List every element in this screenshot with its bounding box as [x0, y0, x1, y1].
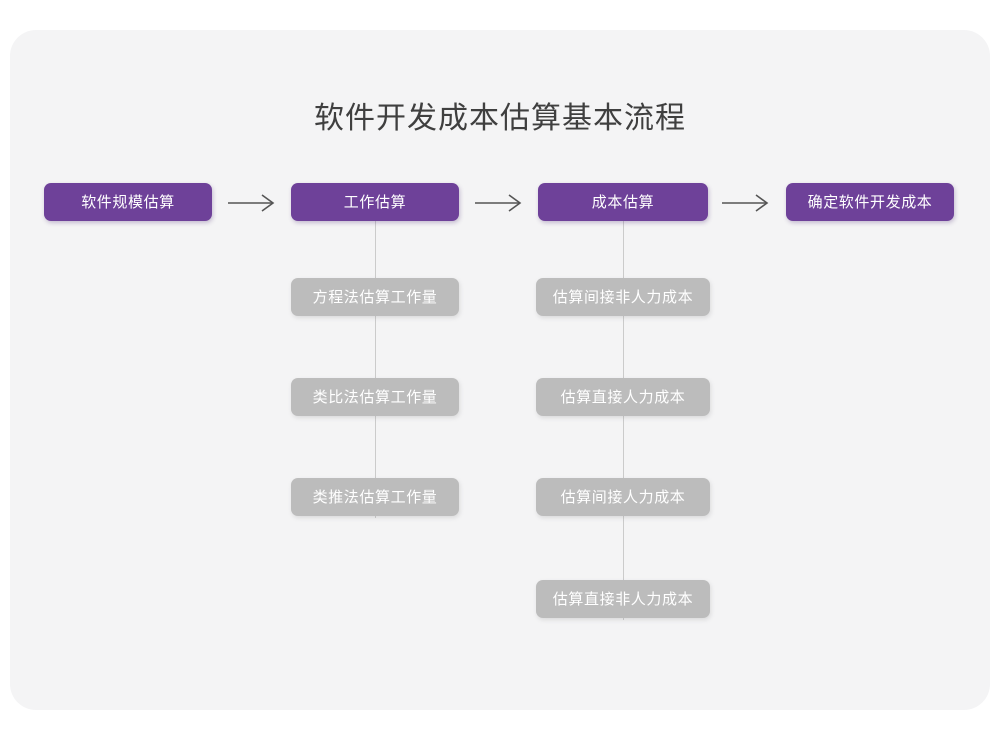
- node-cost-estimation[interactable]: 成本估算: [538, 183, 708, 221]
- page-title: 软件开发成本估算基本流程: [314, 102, 686, 135]
- node-analogy-method-workload[interactable]: 类比法估算工作量: [291, 378, 459, 416]
- connector-work-column: [375, 221, 376, 518]
- node-indirect-nonlabor-cost[interactable]: 估算间接非人力成本: [536, 278, 710, 316]
- right-arrow-icon-2: [473, 190, 527, 216]
- right-arrow-icon-3: [720, 190, 774, 216]
- node-equation-method-workload[interactable]: 方程法估算工作量: [291, 278, 459, 316]
- node-direct-labor-cost[interactable]: 估算直接人力成本: [536, 378, 710, 416]
- connector-cost-column: [623, 221, 624, 620]
- node-software-scale-estimation[interactable]: 软件规模估算: [44, 183, 212, 221]
- node-indirect-labor-cost[interactable]: 估算间接人力成本: [536, 478, 710, 516]
- diagram-card-background: [10, 30, 990, 710]
- node-work-estimation[interactable]: 工作估算: [291, 183, 459, 221]
- node-direct-nonlabor-cost[interactable]: 估算直接非人力成本: [536, 580, 710, 618]
- node-inference-method-workload[interactable]: 类推法估算工作量: [291, 478, 459, 516]
- node-determine-software-development-cost[interactable]: 确定软件开发成本: [786, 183, 954, 221]
- right-arrow-icon-1: [226, 190, 280, 216]
